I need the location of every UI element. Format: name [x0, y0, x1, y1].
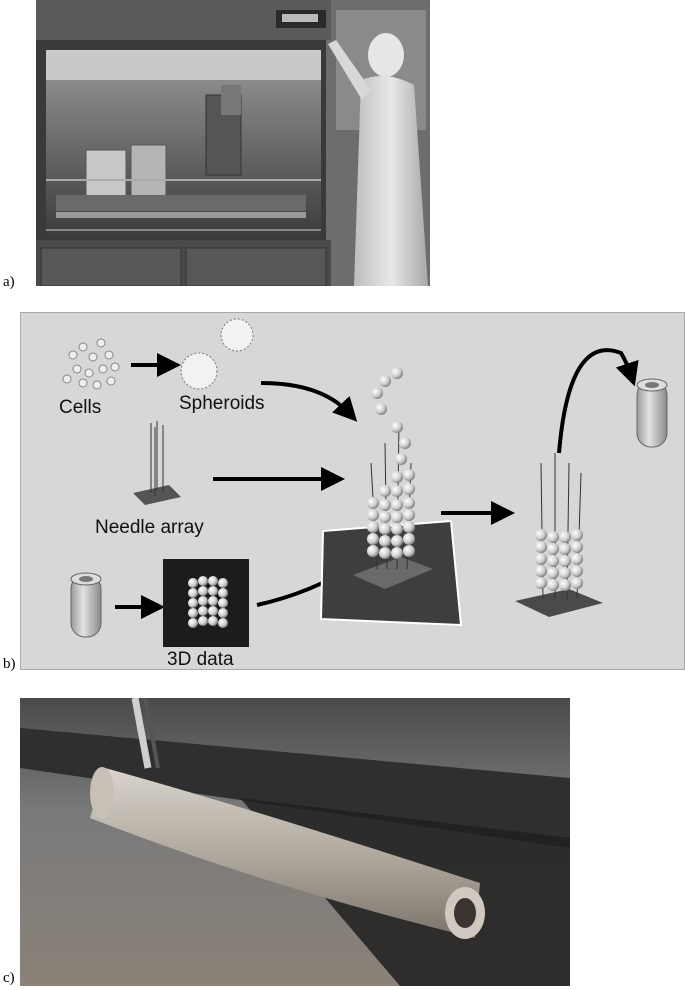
- cells-label: Cells: [59, 397, 102, 418]
- panel-label-a: a): [3, 274, 15, 290]
- panel-label-b: b): [3, 656, 16, 672]
- cells-graphic: [62, 338, 120, 390]
- spheroids-graphic: [180, 318, 254, 390]
- bioprinting-schematic: Cells Spheroids Needle array 3D data: [20, 312, 685, 670]
- photo-printed-tube: [20, 698, 570, 986]
- panel-label-c: c): [3, 970, 15, 986]
- data-label: 3D data: [167, 649, 234, 670]
- needle-array-label: Needle array: [95, 517, 204, 538]
- spheroids-label: Spheroids: [179, 393, 265, 414]
- needle-array-graphic: [133, 421, 181, 505]
- printed-construct-graphic: [515, 453, 603, 617]
- printing-stage-graphic: [319, 367, 463, 627]
- output-tube-graphic: [636, 378, 668, 448]
- photo-bioprinter-lab: [36, 0, 430, 286]
- tube-graphic: [70, 572, 102, 638]
- data-graphic: [163, 559, 249, 647]
